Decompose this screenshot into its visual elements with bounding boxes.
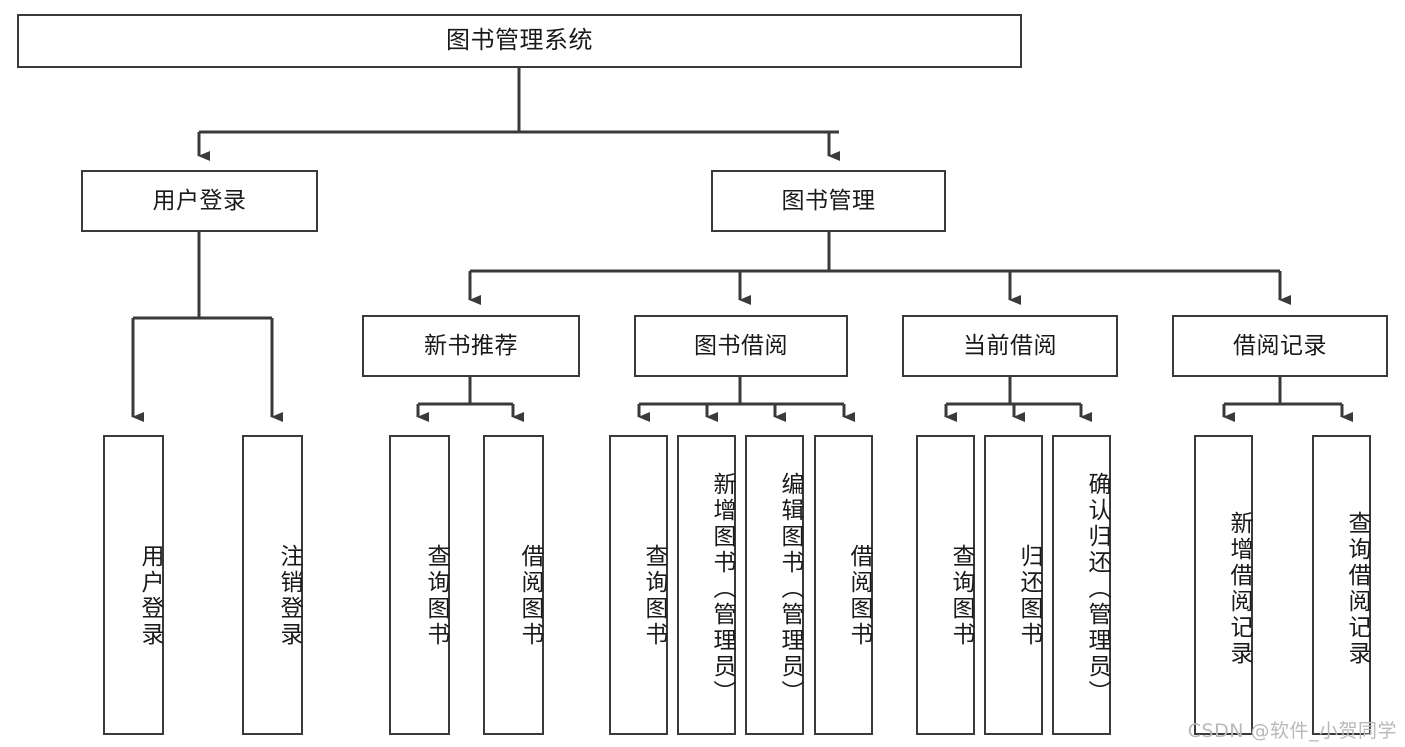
leaf-logout[interactable]: 注销登录 bbox=[242, 435, 303, 735]
watermark: CSDN @软件_小贺同学 bbox=[1187, 720, 1397, 742]
leaf-query-borrow-record[interactable]: 查询借阅记录 bbox=[1312, 435, 1371, 735]
node-root[interactable]: 图书管理系统 bbox=[17, 14, 1022, 68]
node-user-login[interactable]: 用户登录 bbox=[81, 170, 318, 232]
leaf-borrow-book-recommend[interactable]: 借阅图书 bbox=[483, 435, 544, 735]
leaf-borrow-book[interactable]: 借阅图书 bbox=[814, 435, 873, 735]
leaf-return-book[interactable]: 归还图书 bbox=[984, 435, 1043, 735]
leaf-query-book-recommend[interactable]: 查询图书 bbox=[389, 435, 450, 735]
node-new-book-recommend[interactable]: 新书推荐 bbox=[362, 315, 580, 377]
leaf-add-borrow-record[interactable]: 新增借阅记录 bbox=[1194, 435, 1253, 735]
leaf-add-book-admin[interactable]: 新增图书（管理员） bbox=[677, 435, 736, 735]
node-book-management[interactable]: 图书管理 bbox=[711, 170, 946, 232]
leaf-query-book-borrow[interactable]: 查询图书 bbox=[609, 435, 668, 735]
leaf-confirm-return-admin[interactable]: 确认归还（管理员） bbox=[1052, 435, 1111, 735]
node-current-borrow[interactable]: 当前借阅 bbox=[902, 315, 1118, 377]
node-book-borrow[interactable]: 图书借阅 bbox=[634, 315, 848, 377]
leaf-user-login[interactable]: 用户登录 bbox=[103, 435, 164, 735]
node-borrow-record[interactable]: 借阅记录 bbox=[1172, 315, 1388, 377]
leaf-edit-book-admin[interactable]: 编辑图书（管理员） bbox=[745, 435, 804, 735]
leaf-query-book-current[interactable]: 查询图书 bbox=[916, 435, 975, 735]
